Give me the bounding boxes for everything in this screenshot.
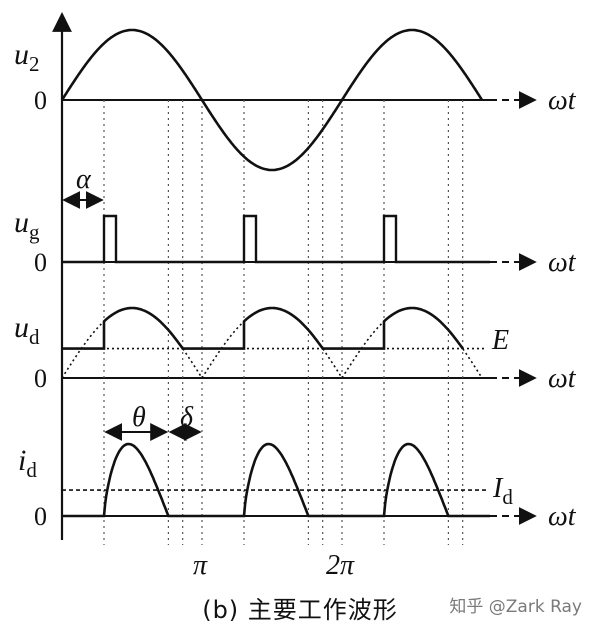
ug-label: ug — [14, 206, 40, 244]
zero-label-u2: 0 — [34, 86, 47, 115]
u2-sine-wave — [60, 28, 484, 172]
figure-caption: (b) 主要工作波形 — [202, 596, 398, 624]
ud-output-wave — [62, 306, 464, 350]
ud-label: ud — [14, 311, 40, 349]
omega-t-label-ud: ωt — [548, 363, 577, 394]
pi-tick-label: π — [193, 550, 208, 581]
u2-label: u2 — [14, 38, 40, 76]
omega-t-label-u2: ωt — [548, 85, 577, 116]
Id-level-label: Id — [492, 473, 513, 509]
zero-label-ud: 0 — [34, 364, 47, 393]
zero-label-id: 0 — [34, 502, 47, 531]
alpha-label: α — [76, 164, 92, 195]
two-pi-tick-label: 2π — [326, 550, 355, 581]
omega-t-label-id: ωt — [548, 501, 577, 532]
E-label: E — [491, 325, 509, 356]
watermark-text: 知乎 @Zark Ray — [449, 597, 582, 617]
ug-gate-pulses — [62, 214, 490, 264]
id-label: id — [18, 444, 37, 482]
omega-t-label-ug: ωt — [548, 247, 577, 278]
theta-label: θ — [132, 402, 146, 433]
id-current-pulses — [62, 442, 490, 518]
delta-label: δ — [180, 402, 194, 433]
ud-rectified-sine-dotted — [61, 307, 483, 380]
zero-label-ug: 0 — [34, 248, 47, 277]
